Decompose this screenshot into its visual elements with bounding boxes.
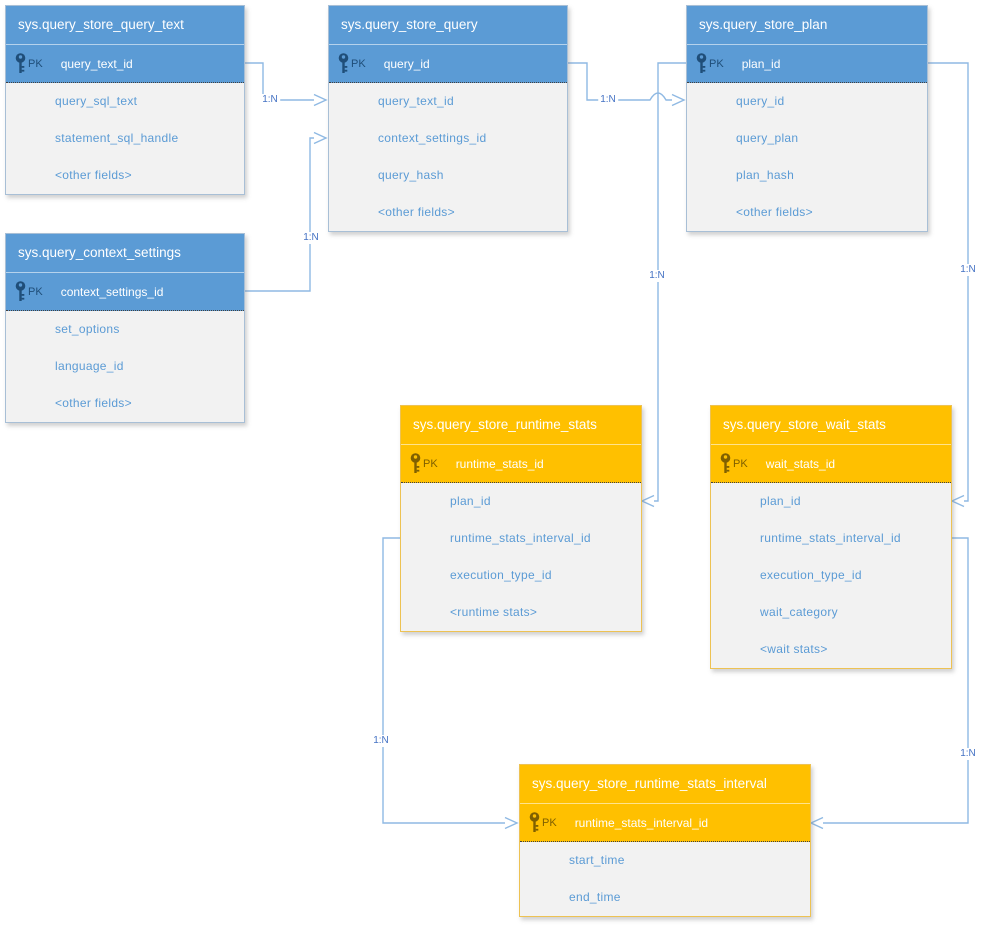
table-sys-query-store-runtime-stats[interactable]: sys.query_store_runtime_stats PK runtime… xyxy=(400,405,642,632)
field-row: runtime_stats_interval_id xyxy=(760,531,901,545)
table-title: sys.query_store_runtime_stats_interval xyxy=(520,765,810,803)
field-row: language_id xyxy=(55,359,124,373)
field-row: query_text_id xyxy=(378,94,454,108)
pk-row: PK wait_stats_id xyxy=(711,444,951,483)
field-row: query_plan xyxy=(736,131,799,145)
key-icon xyxy=(695,53,708,74)
field-row: <runtime stats> xyxy=(450,605,538,619)
cardinality-label: 1:N xyxy=(958,748,978,760)
table-title: sys.query_store_query xyxy=(329,6,567,44)
table-title: sys.query_context_settings xyxy=(6,234,244,272)
table-sys-query-store-query-text[interactable]: sys.query_store_query_text PK query_text… xyxy=(5,5,245,195)
table-title: sys.query_store_runtime_stats xyxy=(401,406,641,444)
relationship-line-query-plan xyxy=(566,62,686,107)
field-row: plan_id xyxy=(450,494,491,508)
field-row: start_time xyxy=(569,853,625,867)
cardinality-label: 1:N xyxy=(371,735,391,747)
table-sys-query-store-runtime-stats-interval[interactable]: sys.query_store_runtime_stats_interval P… xyxy=(519,764,811,917)
pk-label: PK xyxy=(28,57,43,70)
field-row: query_hash xyxy=(378,168,444,182)
field-row: plan_id xyxy=(760,494,801,508)
table-title: sys.query_store_plan xyxy=(687,6,927,44)
pk-field-name: context_settings_id xyxy=(60,284,164,299)
field-row: <other fields> xyxy=(378,205,455,219)
pk-field-name: runtime_stats_id xyxy=(455,456,544,471)
field-list: set_options language_id <other fields> xyxy=(6,311,244,422)
field-row: query_id xyxy=(736,94,785,108)
pk-label: PK xyxy=(709,57,724,70)
field-row: query_sql_text xyxy=(55,94,138,108)
relationship-line-plan-runtimestats xyxy=(640,62,686,508)
field-row: <other fields> xyxy=(55,396,132,410)
field-list: query_text_id context_settings_id query_… xyxy=(329,83,567,231)
cardinality-label: 1:N xyxy=(260,94,280,106)
table-sys-query-store-query[interactable]: sys.query_store_query PK query_id query_… xyxy=(328,5,568,232)
field-list: query_id query_plan plan_hash <other fie… xyxy=(687,83,927,231)
field-row: <wait stats> xyxy=(760,642,828,656)
field-list: plan_id runtime_stats_interval_id execut… xyxy=(711,483,951,668)
pk-row: PK runtime_stats_id xyxy=(401,444,641,483)
pk-label: PK xyxy=(28,285,43,298)
cardinality-label: 1:N xyxy=(958,264,978,276)
field-row: runtime_stats_interval_id xyxy=(450,531,591,545)
table-title: sys.query_store_wait_stats xyxy=(711,406,951,444)
table-title: sys.query_store_query_text xyxy=(6,6,244,44)
key-icon xyxy=(14,53,27,74)
pk-row: PK query_id xyxy=(329,44,567,83)
field-list: query_sql_text statement_sql_handle <oth… xyxy=(6,83,244,194)
field-row: plan_hash xyxy=(736,168,795,182)
key-icon xyxy=(14,281,27,302)
pk-row: PK context_settings_id xyxy=(6,272,244,311)
field-list: plan_id runtime_stats_interval_id execut… xyxy=(401,483,641,631)
pk-label: PK xyxy=(351,57,366,70)
pk-label: PK xyxy=(542,816,557,829)
relationship-line-querytext-query xyxy=(243,62,328,107)
field-row: wait_category xyxy=(760,605,838,619)
pk-field-name: runtime_stats_interval_id xyxy=(574,815,709,830)
field-row: <other fields> xyxy=(55,168,132,182)
field-row: context_settings_id xyxy=(378,131,487,145)
table-sys-query-context-settings[interactable]: sys.query_context_settings PK context_se… xyxy=(5,233,245,423)
pk-label: PK xyxy=(733,457,748,470)
table-sys-query-store-wait-stats[interactable]: sys.query_store_wait_stats PK wait_stats… xyxy=(710,405,952,669)
pk-field-name: plan_id xyxy=(741,56,781,71)
key-icon xyxy=(528,812,541,833)
table-sys-query-store-plan[interactable]: sys.query_store_plan PK plan_id query_id… xyxy=(686,5,928,232)
field-row: execution_type_id xyxy=(760,568,862,582)
pk-row: PK runtime_stats_interval_id xyxy=(520,803,810,842)
field-row: set_options xyxy=(55,322,120,336)
field-list: start_time end_time xyxy=(520,842,810,916)
key-icon xyxy=(337,53,350,74)
pk-field-name: query_id xyxy=(383,56,430,71)
pk-row: PK plan_id xyxy=(687,44,927,83)
pk-field-name: query_text_id xyxy=(60,56,133,71)
field-row: statement_sql_handle xyxy=(55,131,179,145)
field-row: <other fields> xyxy=(736,205,813,219)
pk-row: PK query_text_id xyxy=(6,44,244,83)
field-row: execution_type_id xyxy=(450,568,552,582)
field-row: end_time xyxy=(569,890,621,904)
cardinality-label: 1:N xyxy=(598,94,618,106)
pk-field-name: wait_stats_id xyxy=(765,456,836,471)
pk-label: PK xyxy=(423,457,438,470)
cardinality-label: 1:N xyxy=(301,232,321,244)
relationship-line-contextsettings-query xyxy=(243,131,328,292)
key-icon xyxy=(719,453,732,474)
cardinality-label: 1:N xyxy=(647,270,667,282)
key-icon xyxy=(409,453,422,474)
